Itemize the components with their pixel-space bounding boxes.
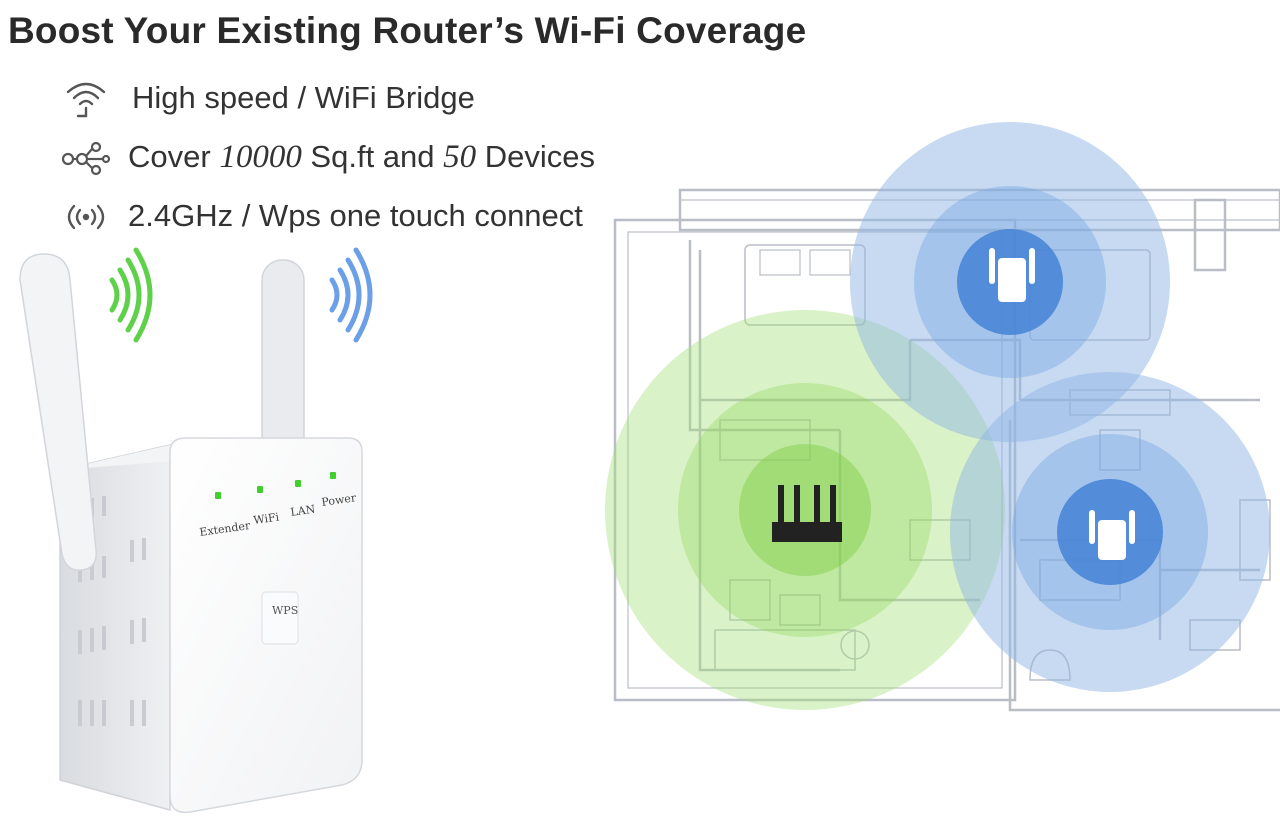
coverage-area-value: 10000: [219, 138, 302, 175]
status-leds: [215, 472, 336, 499]
feature-text: Cover 10000 Sq.ft and 50 Devices: [128, 139, 595, 176]
router-icon: [772, 485, 842, 542]
led-label-power: Power: [321, 491, 358, 509]
feature-text: 2.4GHz / Wps one touch connect: [128, 198, 583, 233]
signal-waves-green: [109, 247, 153, 343]
feature-text-post: Devices: [476, 138, 596, 174]
led-label-wifi: WiFi: [253, 510, 281, 527]
wps-button[interactable]: WPS: [261, 591, 299, 645]
extender-icon: [989, 248, 1035, 302]
router-coverage-zone: [605, 310, 1005, 710]
feature-text: High speed / WiFi Bridge: [132, 80, 475, 115]
antenna-left: [19, 253, 97, 571]
wifi-signal-icon: [66, 82, 106, 118]
wps-label: WPS: [272, 604, 298, 617]
feature-text-pre: Cover: [128, 138, 220, 174]
feature-text-mid: Sq.ft and: [301, 138, 444, 174]
extender-icon: [1089, 510, 1135, 560]
headline: Boost Your Existing Router’s Wi-Fi Cover…: [8, 10, 807, 51]
feature-coverage: Cover 10000 Sq.ft and 50 Devices: [56, 137, 595, 177]
feature-wps: 2.4GHz / Wps one touch connect: [56, 196, 583, 236]
signal-waves-blue: [329, 247, 373, 343]
network-nodes-icon: [61, 141, 111, 176]
feature-wifi-bridge: High speed / WiFi Bridge: [56, 78, 475, 118]
coverage-floorplan: [605, 122, 1280, 712]
device-count-value: 50: [443, 138, 477, 175]
led-label-lan: LAN: [290, 503, 317, 519]
extender-device-illustration: Extender WiFi LAN Power WPS: [19, 247, 373, 814]
broadcast-icon: [67, 204, 105, 230]
